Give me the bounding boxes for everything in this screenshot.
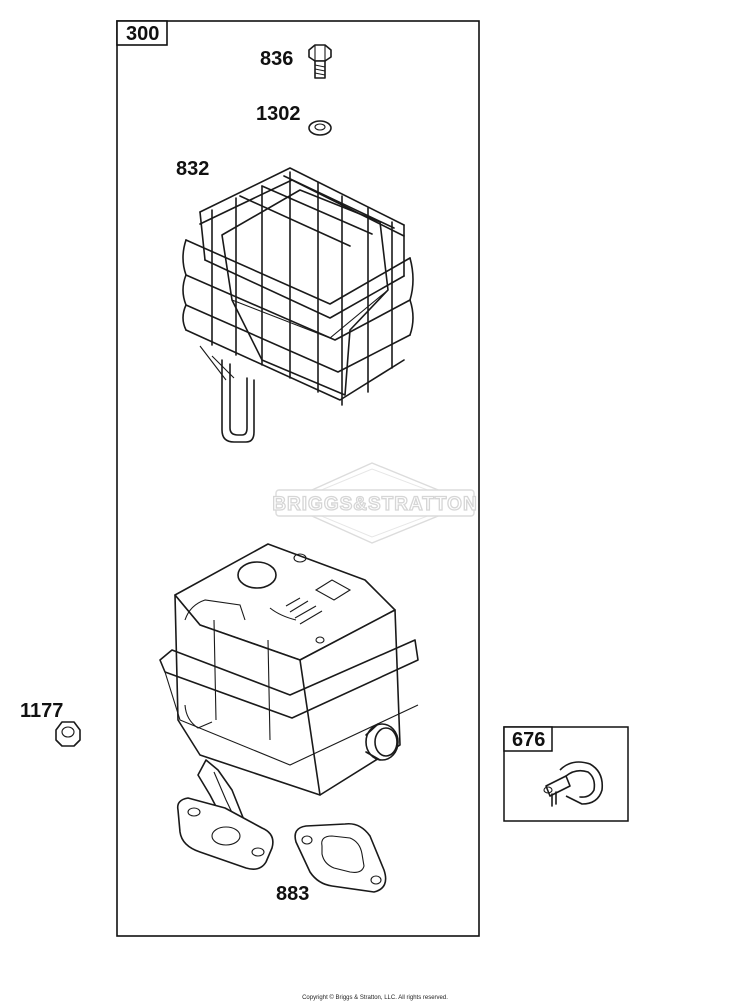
clamp-frame bbox=[503, 726, 629, 822]
gasket-part[interactable] bbox=[294, 822, 387, 893]
washer-part[interactable] bbox=[308, 120, 332, 136]
main-group-frame bbox=[116, 20, 480, 937]
clamp-part[interactable] bbox=[543, 761, 604, 807]
group-label: 300 bbox=[126, 23, 159, 45]
bolt-part[interactable] bbox=[308, 44, 332, 79]
muffler-part[interactable] bbox=[159, 543, 419, 870]
muffler-guard-part[interactable] bbox=[182, 167, 414, 443]
callout-1302: 1302 bbox=[256, 103, 301, 125]
callout-832: 832 bbox=[176, 158, 209, 180]
copyright-text: Copyright © Briggs & Stratton, LLC. All … bbox=[302, 995, 448, 1001]
callout-1177: 1177 bbox=[20, 700, 63, 722]
callout-883: 883 bbox=[276, 883, 309, 905]
watermark-text: BRIGGS&STRATTON bbox=[272, 494, 477, 515]
clamp-label-box bbox=[503, 726, 553, 752]
nut-part[interactable] bbox=[55, 721, 81, 747]
watermark-logo: BRIGGS&STRATTON bbox=[272, 462, 477, 544]
callout-836: 836 bbox=[260, 48, 293, 70]
group-label-box bbox=[116, 20, 168, 46]
callout-676: 676 bbox=[512, 729, 545, 751]
